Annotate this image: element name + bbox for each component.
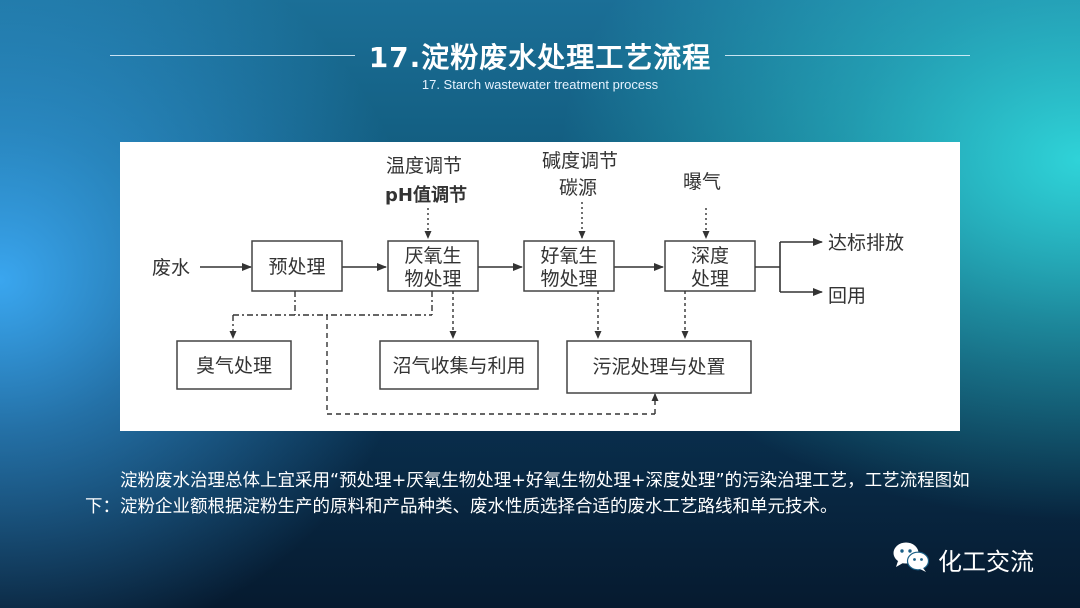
stage-label-aerobic-2: 物处理 — [540, 268, 597, 290]
stage-label-advanced-2: 处理 — [691, 268, 729, 290]
brand-watermark: 化工交流 — [892, 540, 1034, 578]
stage-label-anaerobic-1: 厌氧生 — [404, 245, 461, 267]
brand-name: 化工交流 — [938, 547, 1034, 576]
stage-label-pretreatment: 预处理 — [268, 256, 325, 278]
side-box-odor — [176, 340, 292, 390]
stage-label-anaerobic-2: 物处理 — [404, 268, 461, 290]
output-label-reuse: 回用 — [828, 285, 866, 307]
stage-box-advanced — [664, 240, 756, 292]
flow-svg: 废水 预处理 厌氧生 物处理 好氧生 物处理 深度 处理 达标排放 回用 温度调… — [152, 150, 904, 415]
output-label-discharge: 达标排放 — [828, 232, 904, 254]
input-label: 废水 — [152, 257, 190, 279]
page-title: 17.淀粉废水处理工艺流程 — [368, 41, 712, 74]
stage-box-aerobic — [523, 240, 615, 292]
input-aeration-label: 曝气 — [683, 171, 721, 193]
side-label-odor: 臭气处理 — [196, 355, 272, 377]
side-box-biogas — [379, 340, 539, 390]
input-ph-label: pH值调节 — [385, 184, 467, 206]
stage-box-anaerobic — [387, 240, 479, 292]
input-temp-label: 温度调节 — [386, 155, 462, 177]
description-text: 淀粉废水治理总体上宜采用“预处理+厌氧生物处理+好氧生物处理+深度处理”的污染治… — [85, 468, 995, 520]
stage-box-pretreatment — [251, 240, 343, 292]
description-paragraph: 淀粉废水治理总体上宜采用“预处理+厌氧生物处理+好氧生物处理+深度处理”的污染治… — [85, 471, 970, 517]
stage-label-aerobic-1: 好氧生 — [540, 245, 597, 267]
process-flow-diagram: 废水 预处理 厌氧生 物处理 好氧生 物处理 深度 处理 达标排放 回用 温度调… — [120, 142, 960, 431]
input-alkalinity-label: 碱度调节 — [542, 150, 618, 172]
title-divider-left — [110, 55, 355, 56]
side-label-sludge: 污泥处理与处置 — [592, 356, 725, 378]
page-subtitle: 17. Starch wastewater treatment process — [421, 77, 659, 92]
input-carbon-label: 碳源 — [559, 177, 597, 199]
side-label-biogas: 沼气收集与利用 — [392, 355, 525, 377]
stage-label-advanced-1: 深度 — [691, 245, 729, 267]
side-box-sludge — [566, 340, 752, 394]
title-divider-right — [725, 55, 970, 56]
wechat-icon — [892, 541, 930, 577]
